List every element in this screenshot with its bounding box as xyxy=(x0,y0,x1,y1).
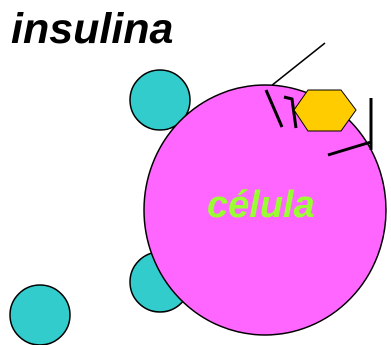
pointer-line xyxy=(266,43,325,90)
cell-label: célula xyxy=(207,182,315,228)
diagram-title: insulina xyxy=(11,4,173,54)
free-sphere xyxy=(10,285,70,345)
